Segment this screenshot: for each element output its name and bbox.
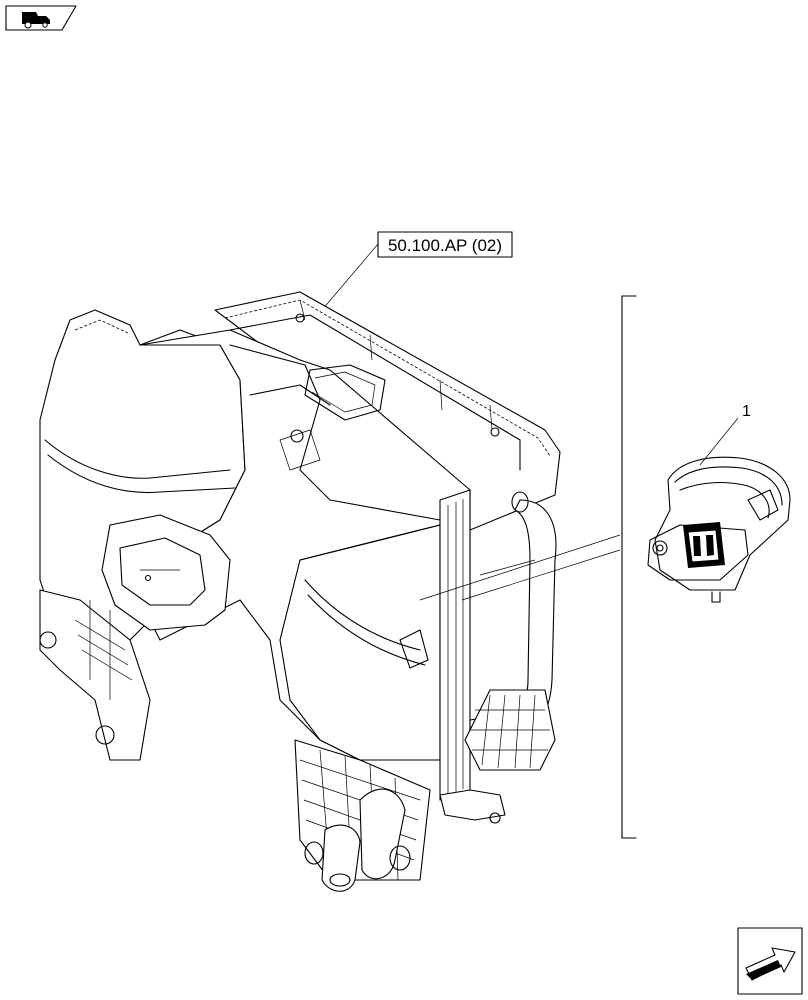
group-bracket — [621, 295, 637, 839]
next-page-arrow-icon[interactable] — [737, 927, 803, 995]
coolant-pipes — [304, 788, 411, 892]
reference-label-box[interactable]: 50.100.AP (02) — [377, 231, 513, 258]
right-hoses — [439, 491, 557, 824]
tractor-view-icon — [5, 5, 77, 31]
reference-leader-line — [321, 243, 379, 311]
callout-leader-line — [699, 417, 739, 466]
callout-number: 1 — [742, 403, 751, 420]
leader-lines — [419, 534, 621, 601]
reference-label: 50.100.AP (02) — [388, 236, 502, 255]
air-outlet-vent — [101, 514, 231, 631]
callout-1[interactable]: 1 — [699, 403, 751, 466]
actuator-motor[interactable] — [647, 456, 791, 603]
hvac-unit-assembly — [39, 291, 561, 892]
